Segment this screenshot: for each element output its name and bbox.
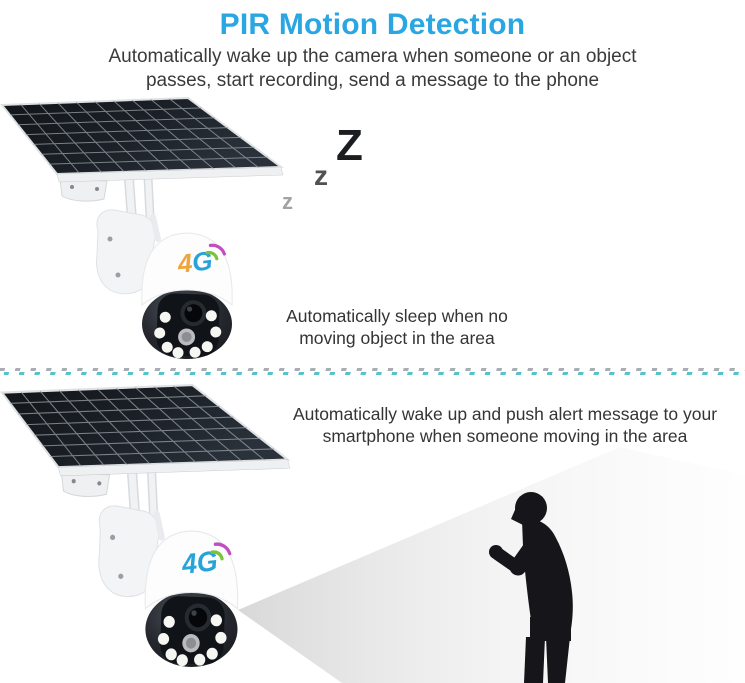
sleep-caption-line-1: Automatically sleep when no [286, 306, 508, 326]
detection-beam [238, 447, 745, 683]
silhouette-front-leg [524, 637, 545, 683]
sleep-caption: Automatically sleep when no moving objec… [262, 305, 532, 349]
alert-caption-line-2: smartphone when someone moving in the ar… [322, 426, 688, 446]
zzz-small: z [282, 189, 293, 214]
subtitle-line-1: Automatically wake up the camera when so… [108, 46, 637, 67]
silhouette-hand [489, 545, 503, 559]
divider-gray-dashes [0, 368, 745, 371]
subtitle-line-2: passes, start recording, send a message … [145, 70, 600, 91]
zzz-medium: z [314, 160, 328, 191]
solar-camera-illustration-alert [0, 384, 302, 667]
silhouette-upper-arm [509, 527, 549, 576]
zzz-large: Z [336, 121, 363, 170]
alert-caption: Automatically wake up and push alert mes… [270, 403, 740, 447]
divider-teal-dashes [4, 371, 745, 375]
person-silhouette [489, 492, 573, 683]
solar-camera-illustration-sleep [0, 97, 295, 359]
silhouette-head [515, 492, 547, 524]
silhouette-back-leg [546, 637, 570, 683]
alert-caption-line-1: Automatically wake up and push alert mes… [292, 404, 718, 424]
page-subtitle: Automatically wake up the camera when so… [0, 45, 745, 93]
detection-scene [238, 447, 745, 683]
page-title: PIR Motion Detection [219, 8, 526, 41]
dashed-divider [0, 368, 745, 376]
sleep-caption-line-2: moving object in the area [299, 328, 495, 348]
